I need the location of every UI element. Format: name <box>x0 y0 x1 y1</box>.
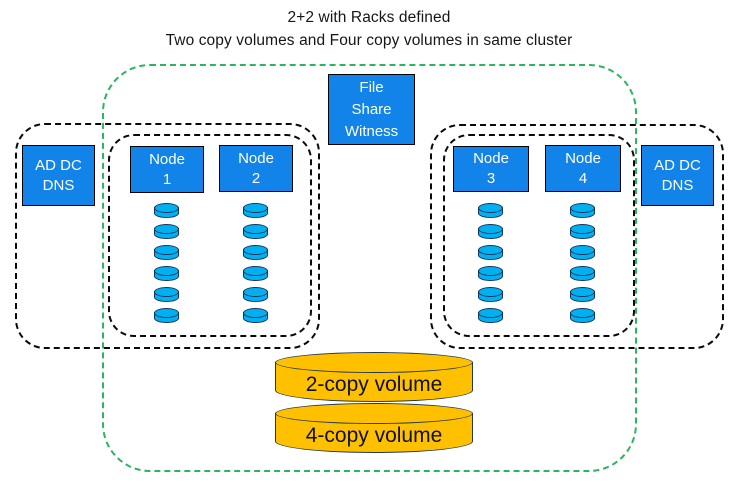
disk-icon <box>154 266 180 283</box>
two-copy-volume-cylinder: 2-copy volume <box>275 352 473 402</box>
disk-icon <box>243 308 269 325</box>
node-1-label-line2: 1 <box>162 170 172 188</box>
disk-icon <box>243 266 269 283</box>
page-subtitle: Two copy volumes and Four copy volumes i… <box>165 32 573 49</box>
disk-icon <box>478 266 504 283</box>
disk-icon <box>478 245 504 262</box>
cylinder-top-icon <box>275 352 473 373</box>
node-2-label-line2: 2 <box>251 169 261 187</box>
node-1-disk-stack <box>154 203 180 325</box>
node-3-label-line1: Node <box>473 150 509 167</box>
node-1-box: Node 1 <box>130 146 204 193</box>
four-copy-volume-label: 4-copy volume <box>305 424 443 447</box>
node-4-label-line1: Node <box>565 149 601 167</box>
disk-icon <box>570 224 596 241</box>
rack-1-boundary <box>15 123 320 349</box>
disk-icon <box>570 266 596 283</box>
node-3-box: Node 3 <box>453 146 529 192</box>
disk-icon <box>243 203 269 220</box>
rack-2-nodes-boundary <box>443 134 635 337</box>
two-copy-volume-label: 2-copy volume <box>305 373 443 396</box>
node-2-label-line1: Node <box>238 149 274 167</box>
cluster-boundary <box>102 64 637 472</box>
disk-icon <box>154 308 180 325</box>
disk-icon <box>243 287 269 304</box>
ad-dc-label: AD DC <box>35 156 82 174</box>
cylinder-top-icon <box>275 403 473 424</box>
disk-icon <box>154 224 180 241</box>
disk-icon <box>154 245 180 262</box>
node-3-disk-stack <box>478 203 504 325</box>
node-2-box: Node 2 <box>219 145 293 192</box>
disk-icon <box>154 287 180 304</box>
disk-icon <box>243 245 269 262</box>
rack-1-nodes-boundary <box>108 134 312 337</box>
four-copy-volume-cylinder: 4-copy volume <box>275 403 473 453</box>
node-4-disk-stack <box>570 203 596 325</box>
disk-icon <box>570 308 596 325</box>
disk-icon <box>478 308 504 325</box>
node-2-disk-stack <box>243 203 269 325</box>
node-4-box: Node 4 <box>545 145 621 192</box>
file-share-witness-label-line1: File <box>359 78 384 96</box>
disk-icon <box>478 287 504 304</box>
disk-icon <box>570 245 596 262</box>
rack-2-boundary <box>430 124 724 349</box>
dns-label: DNS <box>42 176 75 194</box>
node-3-label-line2: 3 <box>486 170 496 187</box>
file-share-witness-box: File Share Witness <box>328 74 415 145</box>
file-share-witness-label-line2: Share <box>351 100 392 118</box>
node-1-label-line1: Node <box>149 150 185 168</box>
ad-dc-dns-box-left: AD DC DNS <box>22 145 95 206</box>
page-title: 2+2 with Racks defined <box>287 9 451 26</box>
ad-dc-dns-box-right: AD DC DNS <box>641 145 714 206</box>
disk-icon <box>570 203 596 220</box>
disk-icon <box>478 203 504 220</box>
file-share-witness-label-line3: Witness <box>344 122 399 140</box>
disk-icon <box>154 203 180 220</box>
node-4-label-line2: 4 <box>578 169 588 187</box>
disk-icon <box>243 224 269 241</box>
disk-icon <box>570 287 596 304</box>
dns-label: DNS <box>661 176 694 194</box>
disk-icon <box>478 224 504 241</box>
ad-dc-label: AD DC <box>654 156 701 174</box>
